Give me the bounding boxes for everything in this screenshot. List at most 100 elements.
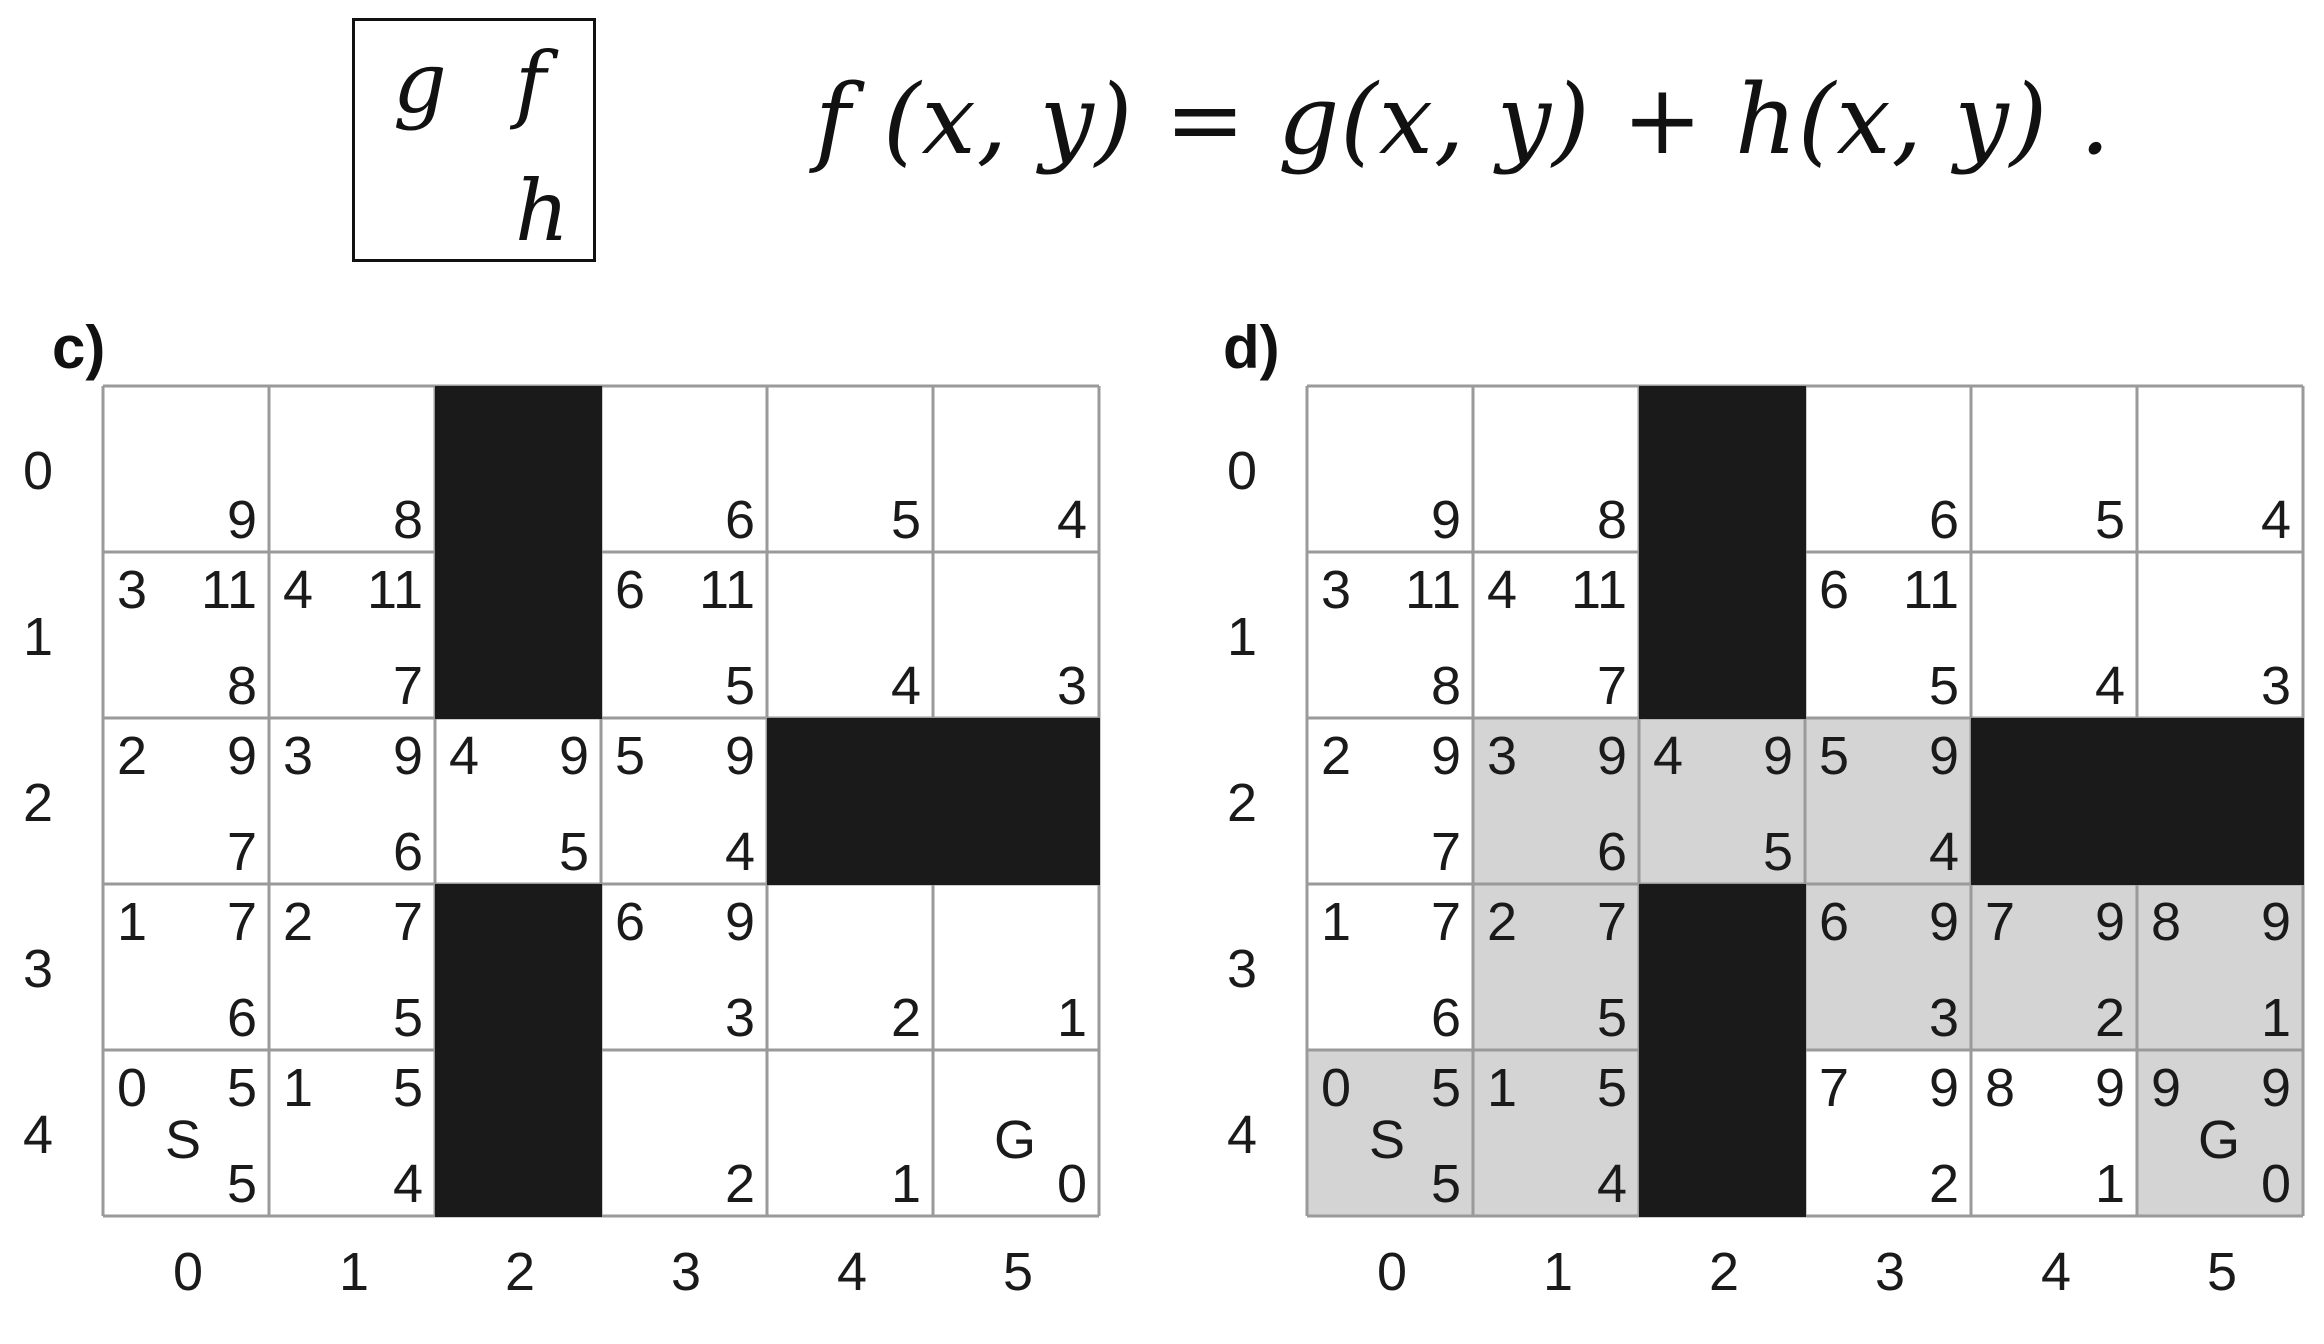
cell-g-value: 2 — [1487, 892, 1517, 952]
cell-f-value: 9 — [559, 726, 589, 786]
path-cell — [1473, 1050, 1639, 1216]
cell-h-value: 7 — [1597, 656, 1627, 716]
cell-h-value: 2 — [725, 1154, 755, 1214]
row-label: 4 — [23, 1105, 53, 1165]
cell-h-value: 1 — [891, 1154, 921, 1214]
col-label: 4 — [2041, 1242, 2071, 1302]
cell-h-value: 4 — [1929, 822, 1959, 882]
cell-g-value: 4 — [1487, 560, 1517, 620]
cell-f-value: 5 — [393, 1058, 423, 1118]
wall-cell — [1639, 386, 1806, 553]
cell-h-value: 5 — [1929, 656, 1959, 716]
cell-g-value: 1 — [117, 892, 147, 952]
cell-g-value: 8 — [1985, 1058, 2015, 1118]
start-marker: S — [165, 1110, 201, 1170]
cell-h-value: 3 — [725, 988, 755, 1048]
cell-h-value: 4 — [725, 822, 755, 882]
cell-h-value: 6 — [1597, 822, 1627, 882]
row-label: 4 — [1227, 1105, 1257, 1165]
cell-h-value: 5 — [227, 1154, 257, 1214]
panel-label-c: c) — [52, 314, 106, 381]
cell-h-value: 4 — [1057, 490, 1087, 550]
cell-g-value: 6 — [1819, 560, 1849, 620]
cell-h-value: 2 — [1929, 1154, 1959, 1214]
cell-h-value: 5 — [559, 822, 589, 882]
start-marker: S — [1369, 1110, 1405, 1170]
wall-cell — [435, 1050, 602, 1217]
row-label: 1 — [23, 607, 53, 667]
cell-f-value: 9 — [725, 892, 755, 952]
cell-h-value: 8 — [1597, 490, 1627, 550]
cell-h-value: 4 — [891, 656, 921, 716]
cell-h-value: 4 — [393, 1154, 423, 1214]
cell-f-value: 11 — [699, 560, 755, 620]
cell-g-value: 3 — [283, 726, 313, 786]
cell-h-value: 7 — [227, 822, 257, 882]
row-label: 3 — [23, 939, 53, 999]
cell-h-value: 6 — [393, 822, 423, 882]
cell-h-value: 8 — [393, 490, 423, 550]
col-label: 0 — [1377, 1242, 1407, 1302]
cell-f-value: 7 — [393, 892, 423, 952]
cell-h-value: 2 — [891, 988, 921, 1048]
cell-h-value: 0 — [1057, 1154, 1087, 1214]
cell-g-value: 3 — [1321, 560, 1351, 620]
col-label: 5 — [1003, 1242, 1033, 1302]
cell-f-value: 9 — [2261, 892, 2291, 952]
cell-f-value: 9 — [2095, 1058, 2125, 1118]
cell-f-value: 9 — [227, 726, 257, 786]
col-label: 0 — [173, 1242, 203, 1302]
path-cell — [1805, 884, 1971, 1050]
cell-g-value: 2 — [117, 726, 147, 786]
cell-f-value: 9 — [1763, 726, 1793, 786]
path-cell — [2137, 1050, 2303, 1216]
row-label: 0 — [23, 441, 53, 501]
cell-f-value: 9 — [1929, 1058, 1959, 1118]
legend-h: h — [515, 162, 570, 260]
cell-f-value: 11 — [1571, 560, 1627, 620]
wall-cell — [435, 386, 602, 553]
cell-g-value: 1 — [283, 1058, 313, 1118]
cell-h-value: 5 — [1597, 988, 1627, 1048]
wall-cell — [435, 884, 602, 1051]
cell-h-value: 6 — [725, 490, 755, 550]
cell-f-value: 7 — [227, 892, 257, 952]
col-label: 3 — [671, 1242, 701, 1302]
cell-f-value: 7 — [1431, 892, 1461, 952]
cell-h-value: 4 — [2095, 656, 2125, 716]
cell-h-value: 5 — [725, 656, 755, 716]
cell-h-value: 6 — [1431, 988, 1461, 1048]
cell-h-value: 6 — [1929, 490, 1959, 550]
cell-g-value: 1 — [1487, 1058, 1517, 1118]
cell-g-value: 5 — [1819, 726, 1849, 786]
wall-cell — [1639, 884, 1806, 1051]
col-label: 2 — [505, 1242, 535, 1302]
legend-box: g f h — [352, 18, 596, 262]
wall-cell — [435, 552, 602, 719]
cell-f-value: 7 — [1597, 892, 1627, 952]
path-cell — [2137, 884, 2303, 1050]
cell-g-value: 6 — [615, 892, 645, 952]
formula: f (x, y) = g(x, y) + h(x, y) . — [815, 64, 2112, 176]
cell-h-value: 3 — [2261, 656, 2291, 716]
col-label: 2 — [1709, 1242, 1739, 1302]
cell-f-value: 11 — [201, 560, 257, 620]
col-label: 1 — [1543, 1242, 1573, 1302]
cell-g-value: 4 — [283, 560, 313, 620]
cell-g-value: 3 — [1487, 726, 1517, 786]
cell-f-value: 5 — [227, 1058, 257, 1118]
wall-cell — [1639, 1050, 1806, 1217]
cell-g-value: 3 — [117, 560, 147, 620]
cell-g-value: 7 — [1819, 1058, 1849, 1118]
col-label: 5 — [2207, 1242, 2237, 1302]
cell-f-value: 9 — [393, 726, 423, 786]
cell-h-value: 9 — [227, 490, 257, 550]
cell-g-value: 8 — [2151, 892, 2181, 952]
cell-g-value: 4 — [449, 726, 479, 786]
cell-h-value: 8 — [227, 656, 257, 716]
cell-g-value: 0 — [117, 1058, 147, 1118]
cell-f-value: 9 — [2261, 1058, 2291, 1118]
row-label: 0 — [1227, 441, 1257, 501]
cell-f-value: 9 — [2095, 892, 2125, 952]
